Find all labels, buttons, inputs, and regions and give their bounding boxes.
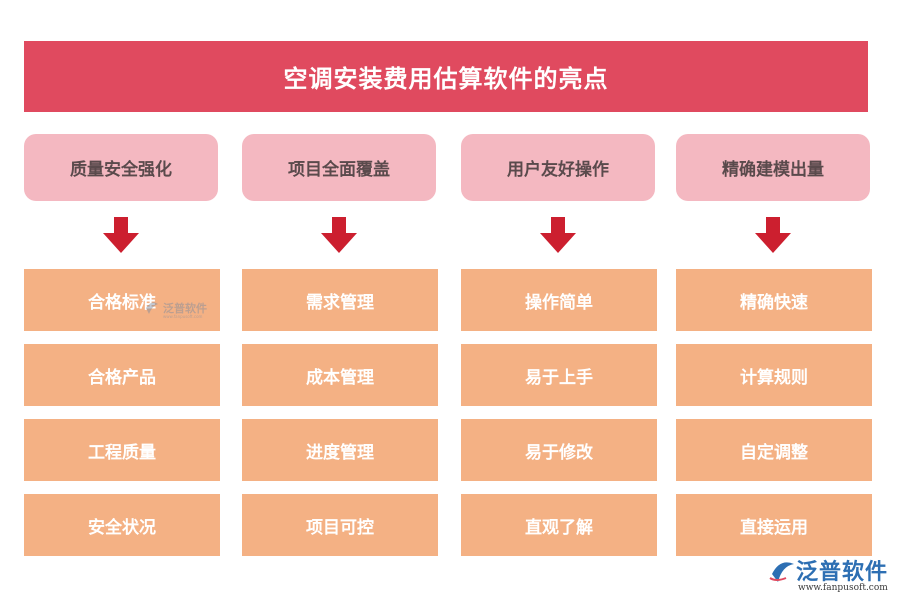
feature-item: 操作简单 [461, 269, 657, 331]
feature-item: 直观了解 [461, 494, 657, 556]
feature-item: 成本管理 [242, 344, 438, 406]
logo-brand-text: 泛普软件 [796, 560, 889, 585]
brand-logo: 泛普软件 www.fanpusoft.com [768, 554, 894, 598]
feature-item: 合格标准 [24, 269, 220, 331]
feature-item: 需求管理 [242, 269, 438, 331]
watermark-url: www.fanpusoft.com [163, 314, 203, 319]
column-header: 精确建模出量 [676, 134, 870, 201]
down-arrow-icon [755, 217, 791, 253]
feature-item: 安全状况 [24, 494, 220, 556]
watermark-small: 泛普软件 www.fanpusoft.com [143, 298, 213, 324]
column-precise-modeling: 精确建模出量 精确快速 计算规则 自定调整 直接运用 [676, 0, 872, 600]
fanpu-logo-icon [146, 302, 158, 314]
down-arrow-icon [321, 217, 357, 253]
column-quality-safety: 质量安全强化 合格标准 合格产品 工程质量 安全状况 [24, 0, 220, 600]
feature-item: 进度管理 [242, 419, 438, 481]
feature-item: 计算规则 [676, 344, 872, 406]
feature-item: 项目可控 [242, 494, 438, 556]
down-arrow-icon [540, 217, 576, 253]
feature-item: 直接运用 [676, 494, 872, 556]
page-title: 空调安装费用估算软件的亮点 [24, 41, 868, 112]
watermark-brand: 泛普软件 [163, 302, 207, 315]
feature-item: 工程质量 [24, 419, 220, 481]
fanpu-logo-icon [769, 562, 794, 582]
column-header: 项目全面覆盖 [242, 134, 436, 201]
feature-item: 精确快速 [676, 269, 872, 331]
feature-item: 易于上手 [461, 344, 657, 406]
logo-url: www.fanpusoft.com [798, 583, 888, 593]
feature-item: 易于修改 [461, 419, 657, 481]
down-arrow-icon [103, 217, 139, 253]
feature-item: 自定调整 [676, 419, 872, 481]
feature-item: 合格产品 [24, 344, 220, 406]
column-header: 质量安全强化 [24, 134, 218, 201]
column-project-coverage: 项目全面覆盖 需求管理 成本管理 进度管理 项目可控 [242, 0, 438, 600]
column-user-friendly: 用户友好操作 操作简单 易于上手 易于修改 直观了解 [461, 0, 657, 600]
column-header: 用户友好操作 [461, 134, 655, 201]
